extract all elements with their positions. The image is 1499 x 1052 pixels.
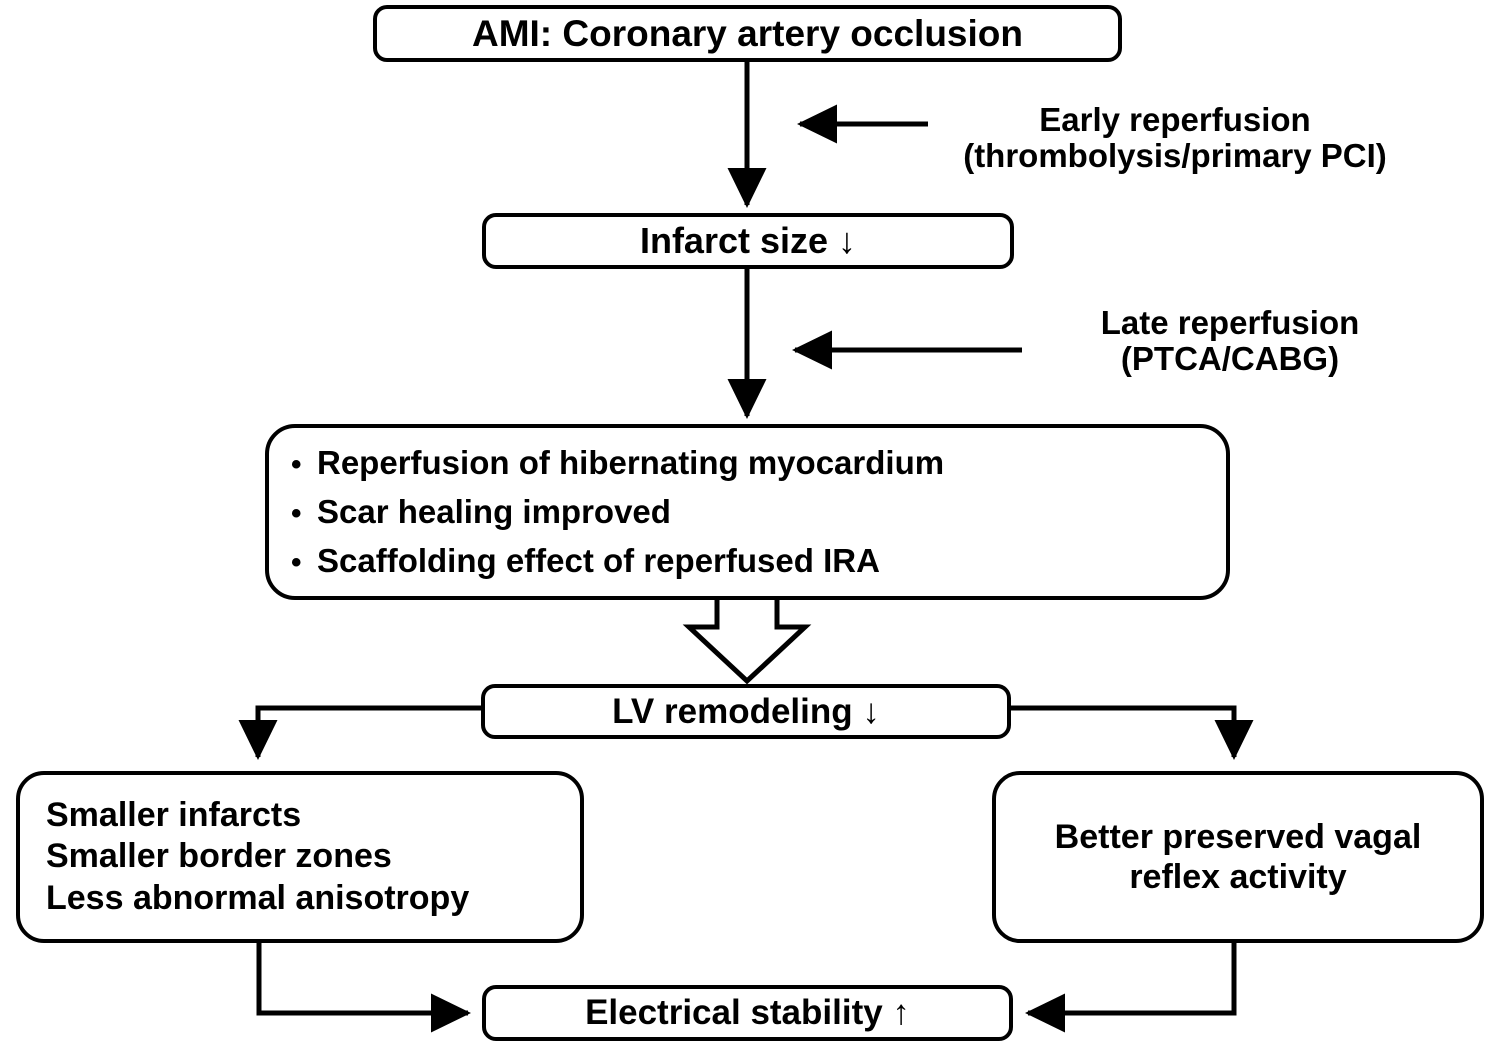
electrical-stability-box: Electrical stability ↑ <box>482 985 1013 1041</box>
benefit-item-3-label: Scaffolding effect of reperfused IRA <box>317 542 880 580</box>
connector-lv-to-smaller <box>238 705 481 760</box>
benefit-item-3: • Scaffolding effect of reperfused IRA <box>291 542 880 580</box>
connector-smaller-to-electrical <box>256 943 471 1033</box>
connector-benefits-to-lv-block-arrow <box>682 600 812 685</box>
vagal-reflex-box: Better preserved vagal reflex activity <box>992 771 1484 943</box>
smaller-infarcts-box: Smaller infarcts Smaller border zones Le… <box>16 771 584 943</box>
connector-lv-to-vagal <box>1011 705 1254 760</box>
electrical-stability-label: Electrical stability ↑ <box>585 993 910 1032</box>
late-reperfusion-line-2: (PTCA/CABG) <box>1120 339 1340 377</box>
benefit-item-1-label: Reperfusion of hibernating myocardium <box>317 443 945 481</box>
smaller-infarcts-line-2: Smaller border zones <box>46 837 392 876</box>
ami-box-label: AMI: Coronary artery occlusion <box>471 12 1023 54</box>
ami-coronary-artery-occlusion-box: AMI: Coronary artery occlusion <box>373 5 1122 62</box>
early-reperfusion-annotation: Early reperfusion (thrombolysis/primary … <box>875 102 1475 173</box>
bullet-icon: • <box>291 496 302 530</box>
vagal-reflex-line-1: Better preserved vagal <box>1054 817 1422 856</box>
benefit-item-2-label: Scar healing improved <box>317 492 671 530</box>
vagal-reflex-line-2: reflex activity <box>1129 858 1347 896</box>
bullet-icon: • <box>291 546 302 580</box>
bullet-icon: • <box>291 447 302 481</box>
connector-vagal-to-electrical <box>1025 943 1237 1033</box>
infarct-size-label: Infarct size ↓ <box>639 220 857 261</box>
smaller-infarcts-line-3: Less abnormal anisotropy <box>46 878 470 917</box>
benefits-box: • Reperfusion of hibernating myocardium … <box>265 424 1230 600</box>
early-reperfusion-line-1: Early reperfusion <box>1039 101 1311 138</box>
early-reperfusion-line-2: (thrombolysis/primary PCI) <box>963 136 1387 174</box>
late-reperfusion-line-1: Late reperfusion <box>1100 304 1360 341</box>
lv-remodeling-label: LV remodeling ↓ <box>612 691 880 731</box>
infarct-size-box: Infarct size ↓ <box>482 213 1014 269</box>
benefit-item-1: • Reperfusion of hibernating myocardium <box>291 444 944 482</box>
late-reperfusion-annotation: Late reperfusion (PTCA/CABG) <box>1020 305 1440 376</box>
lv-remodeling-box: LV remodeling ↓ <box>481 684 1011 739</box>
smaller-infarcts-line-1: Smaller infarcts <box>46 795 302 834</box>
benefit-item-2: • Scar healing improved <box>291 493 671 531</box>
